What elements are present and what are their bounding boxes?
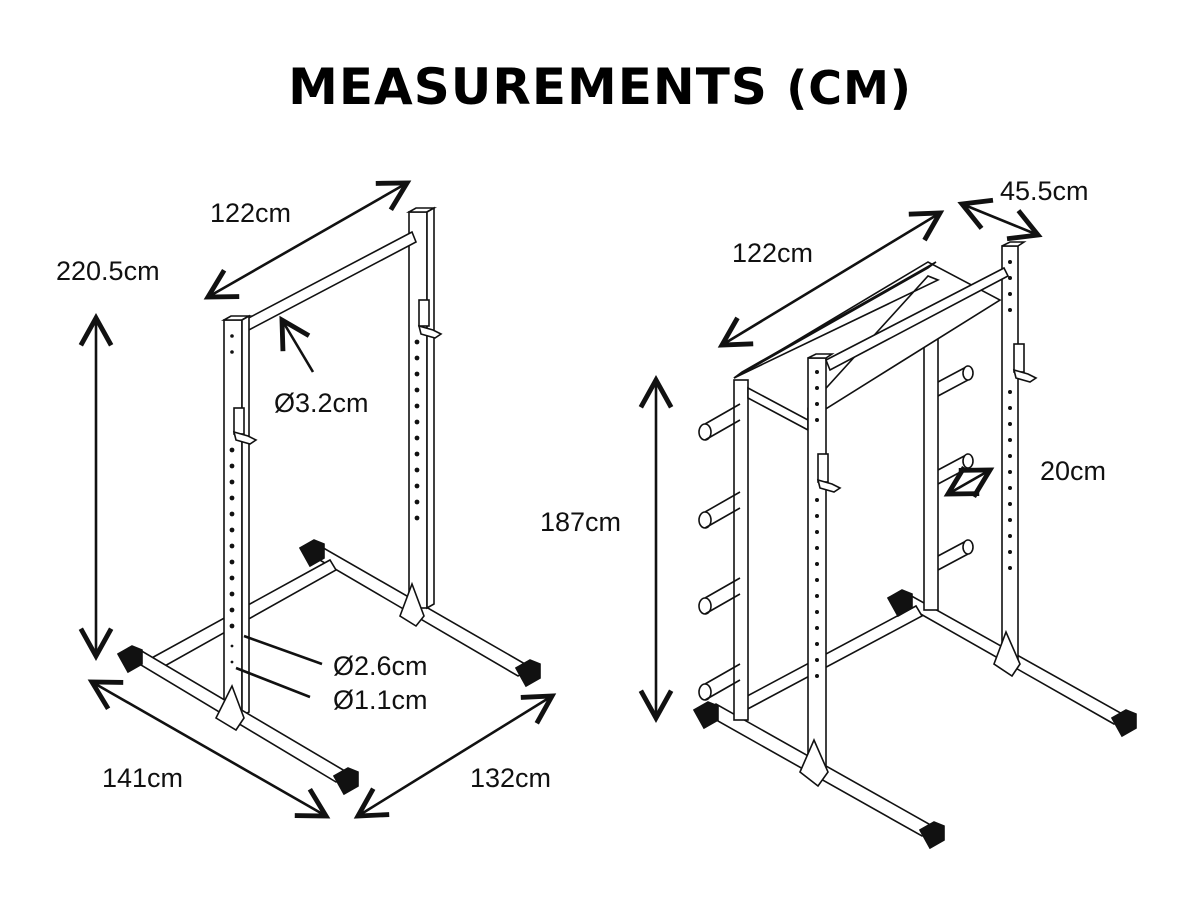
half-rack-small-hole-label: Ø1.1cm <box>333 685 428 715</box>
half-rack-base-width-label: 132cm <box>470 763 552 793</box>
half-rack-drawing <box>116 206 541 796</box>
title-unit: (CM) <box>786 61 912 115</box>
half-rack-bar-diameter-label: Ø3.2cm <box>274 388 369 418</box>
power-rack-depth-label: 45.5cm <box>1000 176 1089 206</box>
power-rack-peg-spacing-label: 20cm <box>1040 456 1107 486</box>
power-rack-height-label: 187cm <box>540 507 622 537</box>
title-main: MEASUREMENTS <box>288 58 768 116</box>
half-rack-top-width-label: 122cm <box>210 198 292 228</box>
half-rack-dimension-arrows <box>78 180 557 819</box>
half-rack-height-label: 220.5cm <box>56 256 160 286</box>
power-rack-drawing <box>692 241 1137 850</box>
page-title: MEASUREMENTS (CM) <box>0 58 1200 116</box>
power-rack-dimension-arrows <box>638 197 1043 723</box>
half-rack-base-length-label: 141cm <box>102 763 184 793</box>
half-rack-large-hole-label: Ø2.6cm <box>333 651 428 681</box>
power-rack-top-width-label: 122cm <box>732 238 814 268</box>
